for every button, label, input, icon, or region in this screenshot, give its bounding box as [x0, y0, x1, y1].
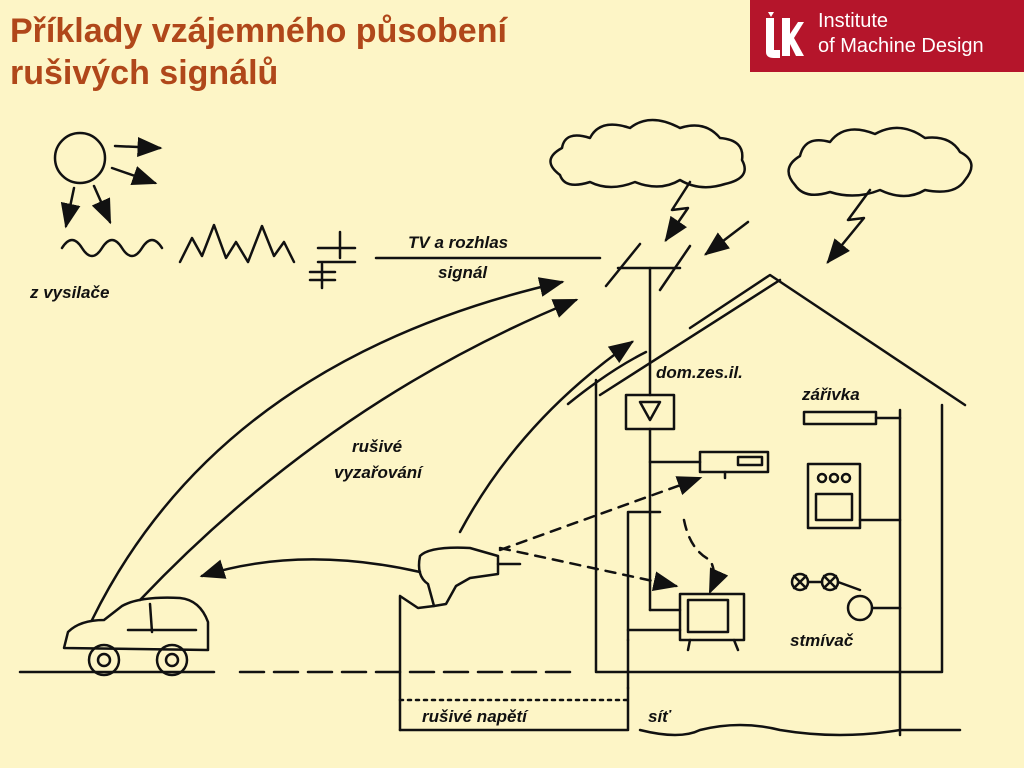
drill-icon — [398, 546, 522, 732]
tv-set-icon — [678, 592, 746, 652]
institute-logo: Institute of Machine Design — [750, 0, 1024, 72]
house-outline — [594, 273, 967, 674]
logo-line2: of Machine Design — [818, 35, 984, 57]
label-rusive-napeti: rušivé napětí — [422, 707, 529, 726]
slide-title: Příklady vzájemného působení rušivých si… — [10, 10, 730, 94]
zigzag-signal-icon — [178, 223, 296, 264]
label-vyzarovani: vyzařování — [334, 463, 424, 482]
lightning-icon — [826, 188, 872, 264]
stove-icon — [806, 462, 862, 530]
cloud-icon — [549, 118, 746, 189]
label-stmivac: stmívač — [790, 631, 854, 650]
dimmer-lamps-icon — [790, 572, 874, 622]
label-dom-zesil: dom.zes.il. — [656, 363, 743, 382]
slide-title-line2: rušivých signálů — [10, 54, 279, 92]
lightning-icon — [664, 180, 692, 243]
label-sit: síť — [648, 707, 672, 726]
pulse-signal-icon — [308, 230, 357, 290]
sun-icon — [53, 131, 163, 229]
fluorescent-lamp-icon — [802, 410, 878, 426]
amplifier-icon — [624, 393, 676, 431]
antenna-icon — [604, 242, 692, 397]
cloud-icon — [787, 126, 973, 198]
label-zarivka: zářivka — [801, 385, 860, 404]
car-icon — [62, 596, 210, 677]
label-z-vysilace: z vysilače — [29, 283, 109, 302]
label-rusive: rušivé — [352, 437, 402, 456]
institute-emblem-icon — [766, 12, 804, 58]
logo-line1: Institute — [818, 10, 889, 32]
wave-signal-icon — [60, 238, 164, 258]
label-signal: signál — [438, 263, 488, 282]
label-tv-rozhlas: TV a rozhlas — [408, 233, 508, 252]
radio-receiver-icon — [698, 450, 770, 480]
slide-title-line1: Příklady vzájemného působení — [10, 12, 507, 50]
